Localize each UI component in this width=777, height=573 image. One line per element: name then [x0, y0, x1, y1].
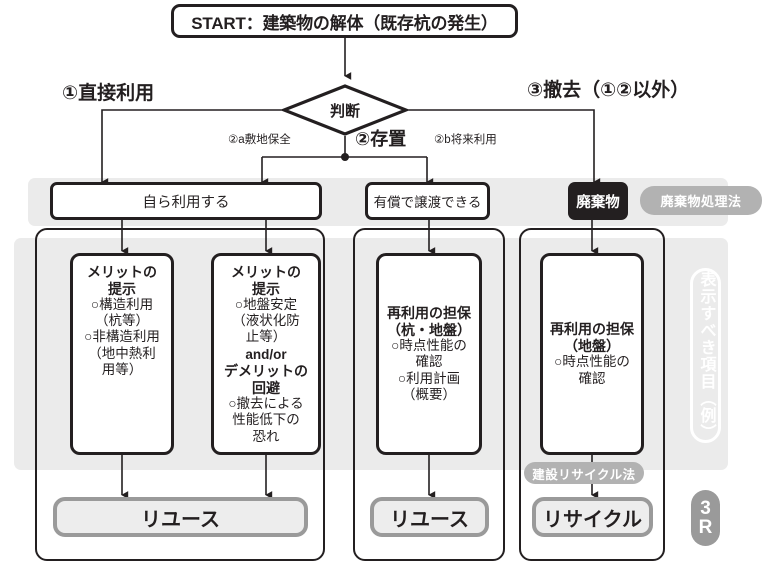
badge-3r: 3 R: [691, 490, 720, 546]
badge-3r-line-2: R: [698, 517, 713, 538]
detail-line: ○時点性能の: [391, 338, 467, 354]
decision-node: 判断: [282, 84, 408, 136]
column-frame-reuse-a: [35, 228, 325, 561]
detail-line: （地中熱利: [88, 345, 156, 361]
node-self-use-label: 自ら利用する: [142, 194, 230, 211]
branch-junction-dot: [341, 153, 349, 161]
node-paid-transfer: 有償で譲渡できる: [365, 182, 490, 220]
outcome-recycle: リサイクル: [532, 497, 653, 537]
detail-line: （杭等）: [95, 313, 149, 329]
detail-heading: 提示: [108, 280, 136, 297]
outcome-reuse-b: リユース: [370, 497, 489, 537]
column-frame-recycle: [519, 228, 665, 561]
detail-line: ○利用計画: [397, 370, 461, 386]
start-label: START：建築物の解体（既存杭の発生）: [191, 13, 498, 33]
detail-line: 止等）: [245, 329, 287, 345]
detail-line: ○構造利用: [90, 297, 154, 313]
detail-line: ○撤去による: [228, 396, 304, 412]
node-waste-label: 廃棄物: [576, 194, 620, 211]
outcome-reuse-b-label: リユース: [390, 508, 469, 531]
detail-box-recycle-guarantee: 再利用の担保 （地盤） ○時点性能の 確認: [540, 253, 644, 455]
detail-heading: デメリットの: [224, 363, 308, 380]
detail-heading: （地盤）: [564, 337, 620, 354]
detail-line: 恐れ: [252, 428, 280, 444]
outcome-reuse-a-label: リユース: [141, 508, 220, 531]
outcome-recycle-label: リサイクル: [543, 508, 642, 531]
branch-label-leave-in-place: ②存置: [355, 129, 407, 149]
badge-waste-disposal-law: 廃棄物処理法: [640, 186, 762, 215]
branch-sublabel-future-use: ②b将来利用: [434, 134, 497, 146]
detail-andor: and/or: [245, 346, 287, 362]
detail-line: （液状化防: [232, 313, 300, 329]
detail-line: 確認: [578, 370, 606, 386]
detail-line: ○非構造利用: [84, 329, 160, 345]
detail-line: 用等）: [101, 361, 143, 377]
detail-line: （概要）: [402, 386, 456, 402]
column-frame-reuse-b: [353, 228, 505, 561]
detail-heading: （杭・地盤）: [387, 321, 471, 338]
badge-3r-line-1: 3: [700, 498, 711, 519]
detail-heading: メリットの: [87, 264, 157, 280]
branch-label-direct-use: ①直接利用: [62, 83, 155, 104]
detail-line: 性能低下の: [232, 412, 300, 428]
badge-construction-recycling-law: 建設リサイクル法: [524, 462, 644, 484]
detail-heading: 再利用の担保: [387, 305, 471, 322]
side-vertical-label: 表示すべき項目（例）: [690, 268, 721, 443]
detail-box-reuse-guarantee: 再利用の担保 （杭・地盤） ○時点性能の 確認 ○利用計画 （概要）: [376, 253, 482, 455]
decision-label: 判断: [329, 102, 360, 120]
detail-heading: 提示: [252, 280, 280, 297]
detail-line: ○時点性能の: [554, 354, 630, 370]
detail-box-merit-1: メリットの 提示 ○構造利用 （杭等） ○非構造利用 （地中熱利 用等）: [70, 253, 174, 455]
node-waste: 廃棄物: [568, 182, 628, 220]
node-self-use: 自ら利用する: [50, 182, 322, 220]
diamond-shape: [282, 84, 408, 136]
detail-line: ○地盤安定: [234, 297, 298, 313]
node-paid-transfer-label: 有償で譲渡できる: [373, 195, 482, 210]
detail-heading: メリットの: [231, 264, 301, 280]
detail-line: 確認: [415, 354, 443, 370]
start-node: START：建築物の解体（既存杭の発生）: [171, 4, 518, 38]
outcome-reuse-a: リユース: [53, 497, 308, 537]
branch-label-removal: ③撤去（①②以外）: [527, 80, 690, 101]
branch-sublabel-site-preservation: ②a敷地保全: [228, 134, 291, 146]
detail-heading: 回避: [252, 379, 280, 396]
detail-heading: 再利用の担保: [550, 321, 634, 338]
detail-box-merit-2: メリットの 提示 ○地盤安定 （液状化防 止等） and/or デメリットの 回…: [211, 253, 321, 455]
